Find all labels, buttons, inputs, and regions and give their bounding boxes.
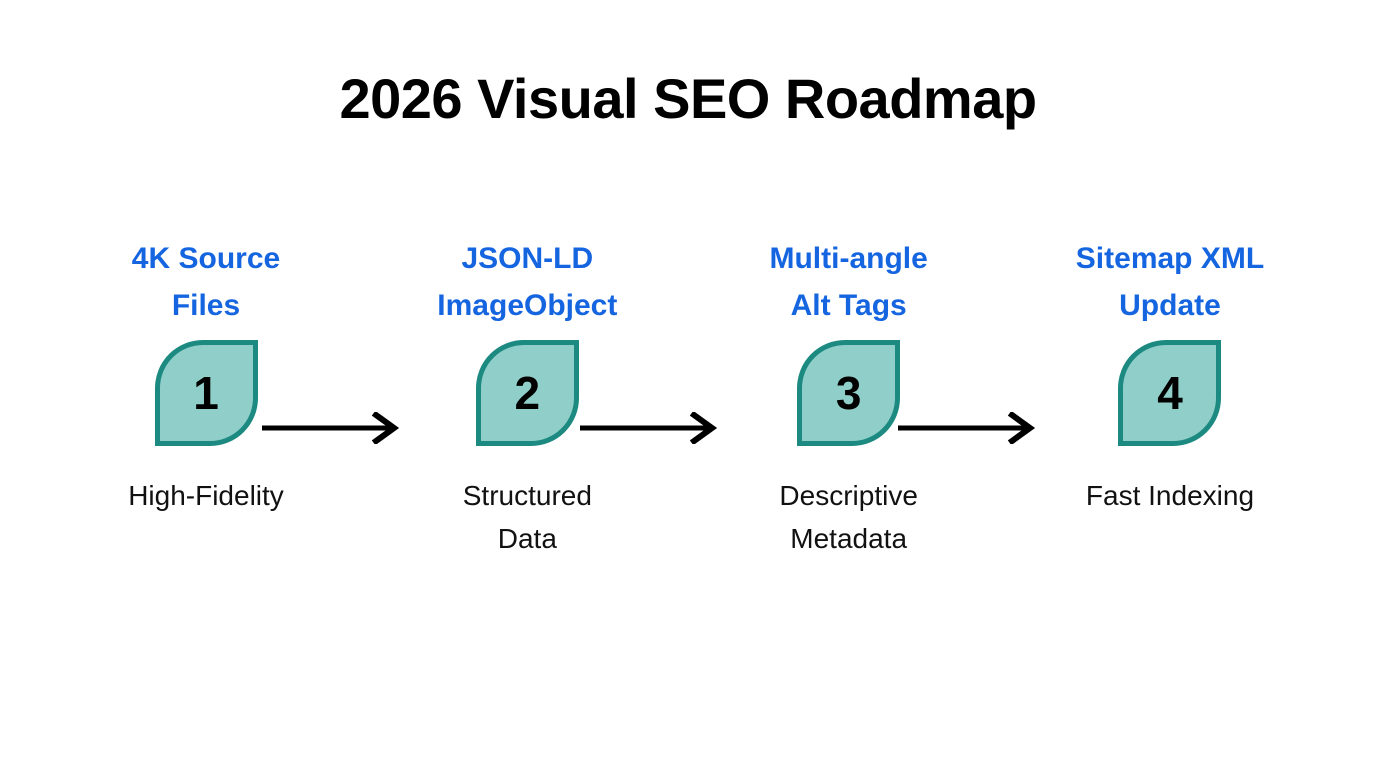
step-item-3: Multi-angle Alt Tags 3 Descriptive Metad… bbox=[721, 236, 977, 561]
step-item-2: JSON-LD ImageObject 2 Structured Data bbox=[399, 236, 655, 561]
page-title: 2026 Visual SEO Roadmap bbox=[339, 67, 1037, 130]
badge-zone-4: 4 bbox=[1042, 334, 1298, 452]
step-badge-4[interactable]: 4 bbox=[1118, 340, 1222, 446]
step-heading-2: JSON-LD ImageObject bbox=[437, 242, 618, 322]
steps-row: 4K Source Files 1 High-Fidelity JSON-LD … bbox=[78, 236, 1298, 606]
badge-zone-1: 1 bbox=[78, 334, 334, 452]
step-item-4: Sitemap XML Update 4 Fast Indexing bbox=[1042, 236, 1298, 517]
badge-zone-3: 3 bbox=[721, 334, 977, 452]
step-heading-3: Multi-angle Alt Tags bbox=[769, 242, 928, 322]
step-caption-3: Descriptive Metadata bbox=[779, 480, 918, 555]
step-heading-1: 4K Source Files bbox=[131, 242, 281, 322]
step-badge-2[interactable]: 2 bbox=[475, 340, 579, 446]
badge-zone-2: 2 bbox=[399, 334, 655, 452]
step-heading-4: Sitemap XML Update bbox=[1075, 242, 1265, 322]
step-item-1: 4K Source Files 1 High-Fidelity bbox=[78, 236, 334, 517]
step-badge-3[interactable]: 3 bbox=[797, 340, 901, 446]
step-badge-1[interactable]: 1 bbox=[154, 340, 258, 446]
step-caption-2: Structured Data bbox=[462, 480, 592, 555]
step-caption-4: Fast Indexing bbox=[1085, 480, 1255, 511]
step-caption-1: High-Fidelity bbox=[128, 480, 284, 511]
